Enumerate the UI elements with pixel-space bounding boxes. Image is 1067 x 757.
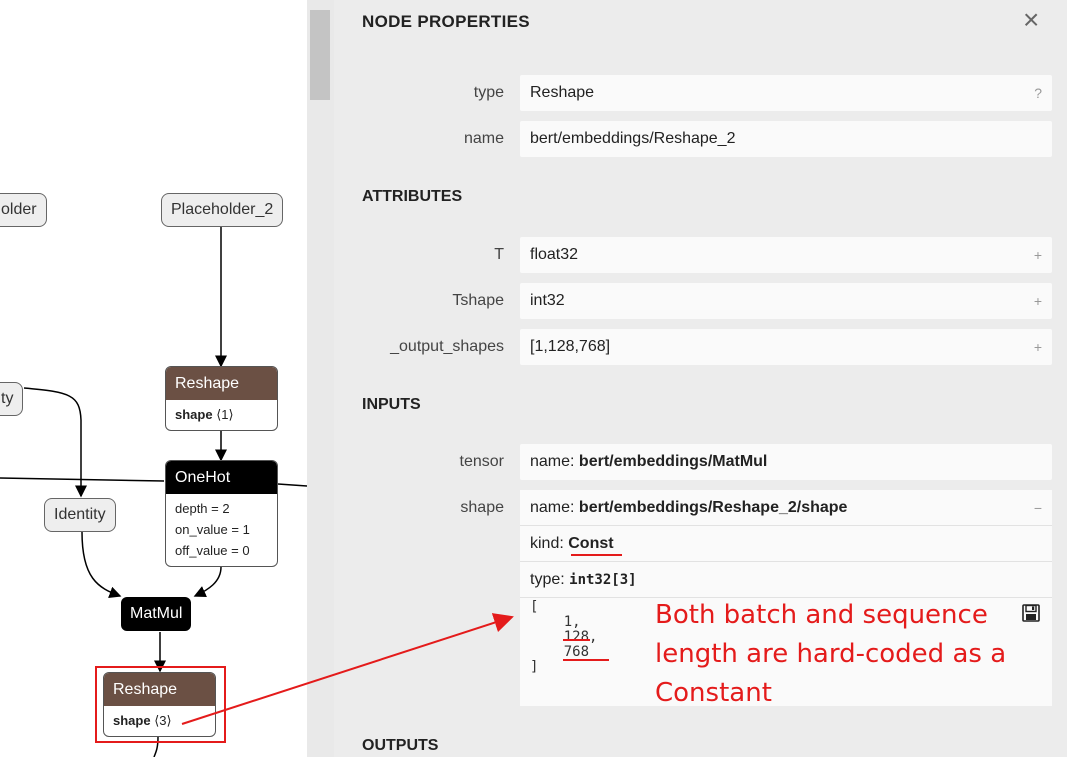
name-label: name [463, 130, 504, 147]
edge-reshape-out [153, 736, 159, 757]
edge-onehot-to-matmul [193, 566, 222, 598]
reshape-bottom-attr-value: ⟨3⟩ [154, 713, 172, 728]
expand-plus-icon[interactable]: + [1033, 247, 1042, 263]
name-field[interactable]: bert/embeddings/Reshape_2 [520, 121, 1052, 157]
type-value: Reshape [530, 84, 595, 101]
edge-onehot-out [277, 483, 307, 487]
input-tensor-field[interactable]: name: bert/embeddings/MatMul [520, 444, 1052, 480]
attr-t-label: T [494, 246, 504, 263]
attributes-header: ATTRIBUTES [362, 188, 463, 205]
input-tensor-label: tensor [459, 453, 504, 470]
selection-highlight-box [95, 666, 226, 743]
input-shape-type: int32[3] [569, 572, 637, 588]
input-shape-field[interactable]: name: bert/embeddings/Reshape_2/shape − … [520, 490, 1052, 706]
edge-identity-to-matmul [81, 531, 122, 599]
attr-tshape-field[interactable]: int32 + [520, 283, 1052, 319]
edge-ty-to-identity [23, 387, 87, 498]
tensor-value-line: ] [530, 659, 539, 675]
attr-tshape-label: Tshape [452, 292, 504, 309]
graph-canvas[interactable]: older Placeholder_2 ty Identity Reshape … [0, 0, 307, 757]
edge-left-to-onehot [0, 477, 165, 482]
reshape-top-title: Reshape [166, 367, 277, 400]
help-icon[interactable]: ? [1034, 85, 1042, 101]
tensor-value-line: 1, [530, 614, 581, 630]
expand-plus-icon[interactable]: + [1033, 293, 1042, 309]
vertical-scrollbar[interactable] [307, 0, 334, 757]
reshape-bottom-attr-name: shape [113, 713, 151, 728]
save-icon[interactable] [1022, 604, 1040, 622]
input-shape-tensor-value: [ 1, 128, 768] [530, 600, 597, 675]
type-field[interactable]: Reshape ? [520, 75, 1052, 111]
close-icon[interactable]: × [1023, 4, 1040, 35]
input-shape-type-prefix: type: [530, 571, 570, 588]
input-shape-label: shape [460, 499, 504, 516]
placeholder-node[interactable]: older [0, 193, 47, 227]
reshape-top-attr-value: ⟨1⟩ [216, 407, 234, 422]
input-shape-kind-prefix: kind: [530, 535, 569, 552]
identity-label: Identity [54, 506, 106, 523]
attr-output-shapes-value: [1,128,768] [530, 338, 611, 355]
node-properties-panel: NODE PROPERTIES × type Reshape ? name be… [334, 0, 1067, 757]
onehot-node[interactable]: OneHot depth = 2 on_value = 1 off_value … [165, 460, 278, 567]
input-shape-kind-row: kind: Const [520, 526, 1052, 562]
attr-t-value: float32 [530, 246, 579, 263]
expand-plus-icon[interactable]: + [1033, 339, 1042, 355]
input-shape-name-row: name: bert/embeddings/Reshape_2/shape − [520, 490, 1052, 526]
input-tensor-name-prefix: name: [530, 453, 579, 470]
attr-t-field[interactable]: float32 + [520, 237, 1052, 273]
name-value: bert/embeddings/Reshape_2 [530, 130, 736, 147]
annotation-text: Both batch and sequence length are hard-… [655, 600, 1007, 708]
inputs-header: INPUTS [362, 396, 421, 413]
attr-output-shapes-field[interactable]: [1,128,768] + [520, 329, 1052, 365]
input-shape-type-row: type: int32[3] [520, 562, 1052, 598]
type-label: type [473, 84, 504, 101]
reshape-top-attr-name: shape [175, 407, 213, 422]
identity-node[interactable]: Identity [44, 498, 116, 532]
onehot-attr-depth: depth = 2 [175, 501, 230, 516]
placeholder-2-node[interactable]: Placeholder_2 [161, 193, 284, 227]
tensor-value-line: [ [530, 599, 539, 615]
graph-edges [0, 226, 307, 757]
reshape-bottom-attr: shape ⟨3⟩ [104, 706, 215, 736]
onehot-attrs: depth = 2 on_value = 1 off_value = 0 [166, 494, 277, 566]
input-shape-name-prefix: name: [530, 499, 579, 516]
reshape-top-node[interactable]: Reshape shape ⟨1⟩ [165, 366, 278, 431]
onehot-attr-off-value: off_value = 0 [175, 543, 250, 558]
identity-left-node[interactable]: ty [0, 382, 24, 416]
matmul-label: MatMul [130, 605, 183, 622]
tensor-value-line: 128, [530, 629, 598, 645]
attr-tshape-value: int32 [530, 292, 565, 309]
panel-title: NODE PROPERTIES [362, 12, 530, 31]
input-tensor-name: bert/embeddings/MatMul [578, 453, 768, 470]
tensor-value-line: 768 [530, 644, 590, 660]
scrollbar-thumb[interactable] [310, 10, 330, 100]
reshape-top-attr: shape ⟨1⟩ [166, 400, 277, 430]
placeholder-node-label: older [1, 201, 37, 218]
matmul-node[interactable]: MatMul [121, 597, 192, 631]
input-shape-name: bert/embeddings/Reshape_2/shape [578, 499, 848, 516]
placeholder-2-label: Placeholder_2 [171, 201, 274, 218]
collapse-minus-icon[interactable]: − [1033, 500, 1042, 516]
attr-output-shapes-label: _output_shapes [390, 338, 504, 355]
outputs-header: OUTPUTS [362, 737, 439, 754]
onehot-title: OneHot [166, 461, 277, 494]
input-shape-kind: Const [568, 535, 614, 552]
onehot-attr-on-value: on_value = 1 [175, 522, 250, 537]
identity-left-label: ty [1, 390, 14, 407]
